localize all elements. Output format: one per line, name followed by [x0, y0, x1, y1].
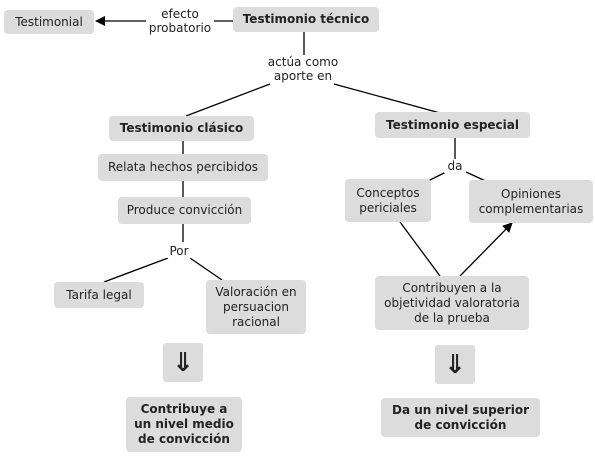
- edge-da-to-conceptos: [427, 171, 447, 182]
- label-efecto-probatorio: efecto probatorio: [146, 7, 214, 35]
- node-produce-conviccion: Produce convicción: [118, 197, 251, 224]
- node-nivel-superior: Da un nivel superior de convicción: [381, 398, 540, 437]
- edge-actua-to-clasico: [185, 83, 271, 117]
- node-opiniones-complementarias: Opiniones complementarias: [469, 180, 593, 223]
- node-testimonio-especial: Testimonio especial: [375, 112, 530, 138]
- down-arrow-right-icon: ⇓: [435, 345, 475, 384]
- node-valoracion: Valoración en persuacion racional: [206, 280, 306, 334]
- label-por: Por: [166, 244, 192, 258]
- node-testimonio-tecnico: Testimonio técnico: [233, 7, 379, 32]
- node-contribuye-nivel-medio: Contribuye a un nivel medio de convicció…: [126, 397, 242, 452]
- node-contribuyen-objetividad: Contribuyen a la objetividad valoratoria…: [375, 276, 529, 330]
- node-relata-hechos: Relata hechos percibidos: [98, 154, 268, 181]
- edge-por-to-valoracion: [189, 257, 223, 281]
- node-conceptos-periciales: Conceptos periciales: [345, 179, 431, 222]
- edge-conceptos-to-contribuyen: [399, 221, 441, 277]
- node-testimonio-clasico: Testimonio clásico: [109, 116, 254, 141]
- edge-por-to-tarifa: [103, 257, 169, 283]
- edge-actua-to-especial: [333, 83, 441, 114]
- node-tarifa-legal: Tarifa legal: [54, 282, 144, 308]
- edge-contribuyen-to-opiniones: [459, 222, 513, 277]
- label-da: da: [444, 159, 466, 173]
- label-actua-como: actúa como aporte en: [258, 55, 348, 83]
- down-arrow-left-icon: ⇓: [163, 343, 203, 382]
- node-testimonial: Testimonial: [4, 10, 94, 34]
